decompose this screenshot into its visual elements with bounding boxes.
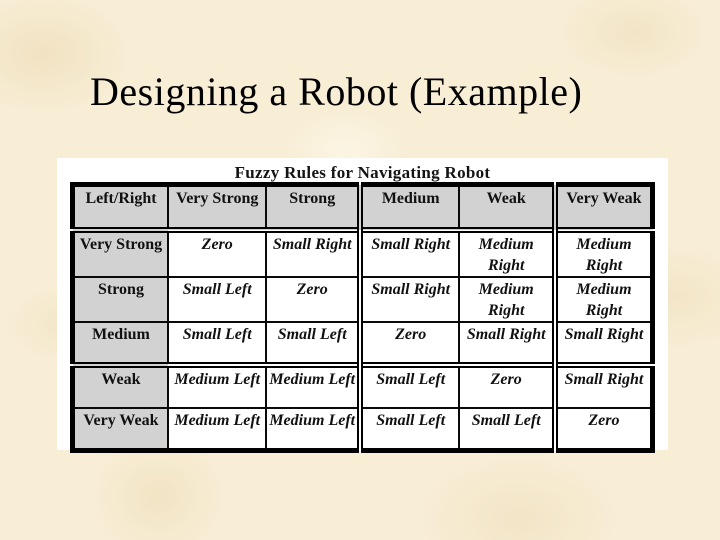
table-caption: Fuzzy Rules for Navigating Robot <box>234 163 491 182</box>
table-cell: Medium Right <box>551 275 654 323</box>
col-header-weak: Weak <box>458 183 556 231</box>
table-cell: Small Left <box>265 320 361 366</box>
row-header-very-weak: Very Weak <box>71 406 169 452</box>
corner-header-cell: Left/Right <box>71 183 169 231</box>
table-image-panel: Fuzzy Rules for Navigating Robot Left/Ri… <box>57 158 668 453</box>
row-header-weak: Weak <box>71 361 169 409</box>
table-cell: Zero <box>265 275 361 323</box>
table-cell: Zero <box>356 320 461 366</box>
col-header-very-strong: Very Strong <box>166 183 268 231</box>
col-header-very-weak: Very Weak <box>551 183 654 231</box>
table-cell: Small Right <box>551 320 654 366</box>
slide-title: Designing a Robot (Example) <box>90 69 583 114</box>
table-row-strong: Strong Small Left Zero Small Right Mediu… <box>71 275 654 323</box>
table-cell: Small Left <box>356 406 461 452</box>
table-cell: Medium Right <box>551 226 654 278</box>
table-cell: Medium Right <box>458 275 556 323</box>
col-header-medium: Medium <box>356 183 461 231</box>
table-row-very-weak: Very Weak Medium Left Medium Left Small … <box>71 406 654 452</box>
fuzzy-rules-table: Left/Right Very Strong Strong Medium Wea… <box>70 182 655 453</box>
col-header-strong: Strong <box>265 183 361 231</box>
table-cell: Zero <box>166 226 268 278</box>
table-cell: Small Left <box>356 361 461 409</box>
table-cell: Medium Right <box>458 226 556 278</box>
row-header-very-strong: Very Strong <box>71 226 169 278</box>
table-cell: Medium Left <box>166 361 268 409</box>
table-cell: Small Right <box>551 361 654 409</box>
table-cell: Small Right <box>265 226 361 278</box>
table-cell: Small Right <box>356 275 461 323</box>
table-row-medium: Medium Small Left Small Left Zero Small … <box>71 320 654 366</box>
table-cell: Zero <box>551 406 654 452</box>
table-row-weak: Weak Medium Left Medium Left Small Left … <box>71 361 654 409</box>
table-cell: Medium Left <box>166 406 268 452</box>
table-cell: Small Left <box>166 275 268 323</box>
table-header-row: Left/Right Very Strong Strong Medium Wea… <box>71 183 654 231</box>
row-header-strong: Strong <box>71 275 169 323</box>
row-header-medium: Medium <box>71 320 169 366</box>
table-cell: Small Right <box>356 226 461 278</box>
table-caption-wrap: Fuzzy Rules for Navigating Robot <box>70 158 655 182</box>
table-cell: Small Left <box>458 406 556 452</box>
table-cell: Medium Left <box>265 406 361 452</box>
table-row-very-strong: Very Strong Zero Small Right Small Right… <box>71 226 654 278</box>
table-cell: Zero <box>458 361 556 409</box>
table-cell: Medium Left <box>265 361 361 409</box>
table-cell: Small Left <box>166 320 268 366</box>
table-cell: Small Right <box>458 320 556 366</box>
